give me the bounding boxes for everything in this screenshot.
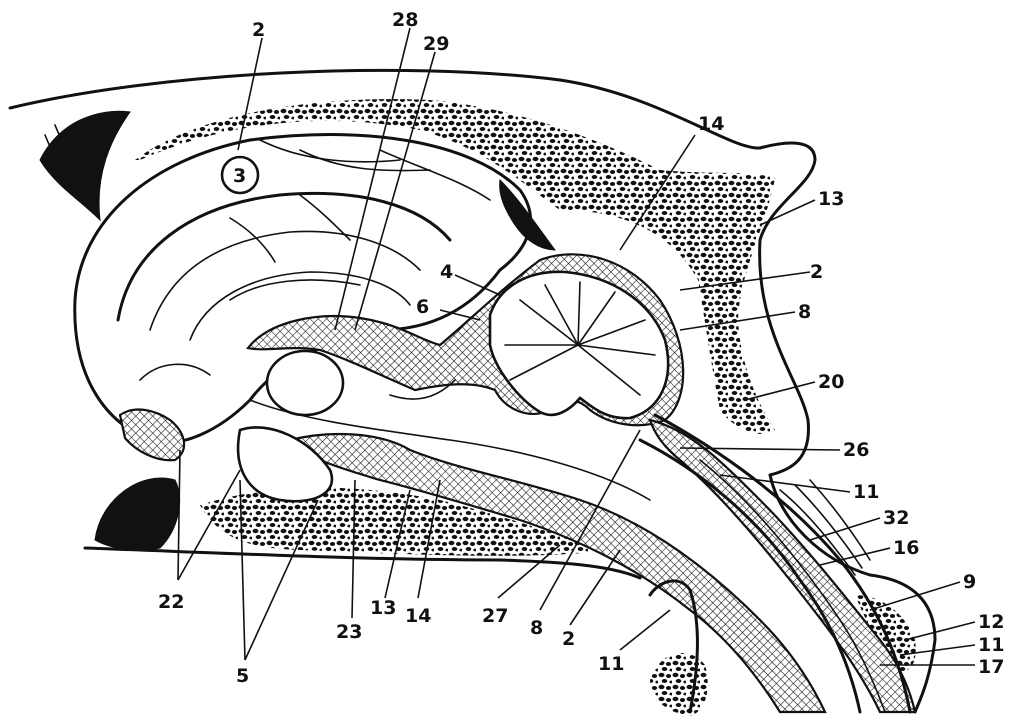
label-12: 12 — [978, 611, 1004, 633]
label-2: 2 — [810, 261, 823, 283]
label-20: 20 — [818, 371, 844, 393]
label-32: 32 — [883, 507, 909, 529]
label-29: 29 — [423, 33, 449, 55]
label-22: 22 — [158, 591, 184, 613]
label-11: 11 — [598, 653, 624, 675]
label-14: 14 — [698, 113, 724, 135]
label-13: 13 — [818, 188, 844, 210]
label-3: 3 — [233, 165, 246, 187]
label-8: 8 — [530, 617, 543, 639]
label-8: 8 — [798, 301, 811, 323]
label-23: 23 — [336, 621, 362, 643]
label-4: 4 — [440, 261, 453, 283]
label-14: 14 — [405, 605, 431, 627]
eye-structures — [40, 111, 180, 550]
label-11: 11 — [853, 481, 879, 503]
label-26: 26 — [843, 439, 869, 461]
label-5: 5 — [236, 665, 249, 687]
skin-outline — [10, 70, 935, 712]
label-27: 27 — [482, 605, 508, 627]
label-9: 9 — [963, 571, 976, 593]
label-11: 11 — [978, 634, 1004, 656]
label-28: 28 — [392, 9, 418, 31]
label-2: 2 — [562, 628, 575, 650]
label-13: 13 — [370, 597, 396, 619]
label-16: 16 — [893, 537, 919, 559]
label-17: 17 — [978, 656, 1004, 678]
label-2: 2 — [252, 19, 265, 41]
label-6: 6 — [416, 296, 429, 318]
